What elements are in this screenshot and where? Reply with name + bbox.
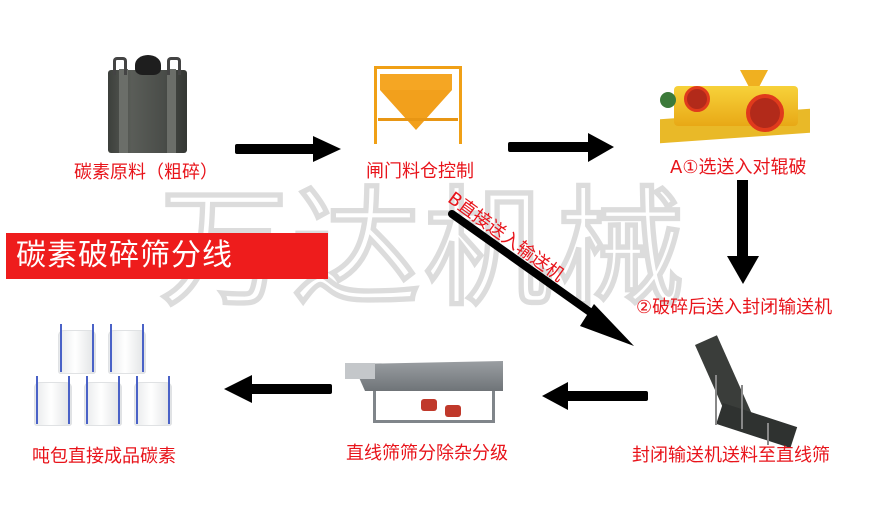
arrow-diagonal-icon	[448, 210, 634, 346]
linear-screen-icon	[345, 355, 505, 427]
arrow-right-icon	[235, 136, 341, 162]
arrow-down-icon	[727, 180, 759, 284]
label-gate-hopper: 闸门料仓控制	[366, 161, 474, 182]
label-raw-material: 碳素原料（粗碎）	[74, 162, 218, 183]
label-to-conveyor: ②破碎后送入封闭输送机	[636, 297, 833, 318]
label-roll-crusher: A①选送入对辊破	[670, 157, 807, 178]
arrow-left-icon	[224, 375, 332, 403]
roll-crusher-icon	[660, 70, 810, 144]
arrow-right-icon	[508, 133, 614, 162]
title-banner: 碳素破碎筛分线	[6, 233, 328, 279]
enclosed-conveyor-icon	[675, 335, 805, 449]
white-ton-bags-icon	[30, 322, 180, 442]
hopper-bin-icon	[372, 66, 466, 144]
label-ton-bag: 吨包直接成品碳素	[32, 446, 176, 467]
label-conveyor-feed: 封闭输送机送料至直线筛	[632, 445, 830, 466]
arrow-left-icon	[542, 382, 648, 410]
black-ton-bag-icon	[105, 55, 190, 155]
label-linear-screen: 直线筛筛分除杂分级	[346, 443, 508, 464]
